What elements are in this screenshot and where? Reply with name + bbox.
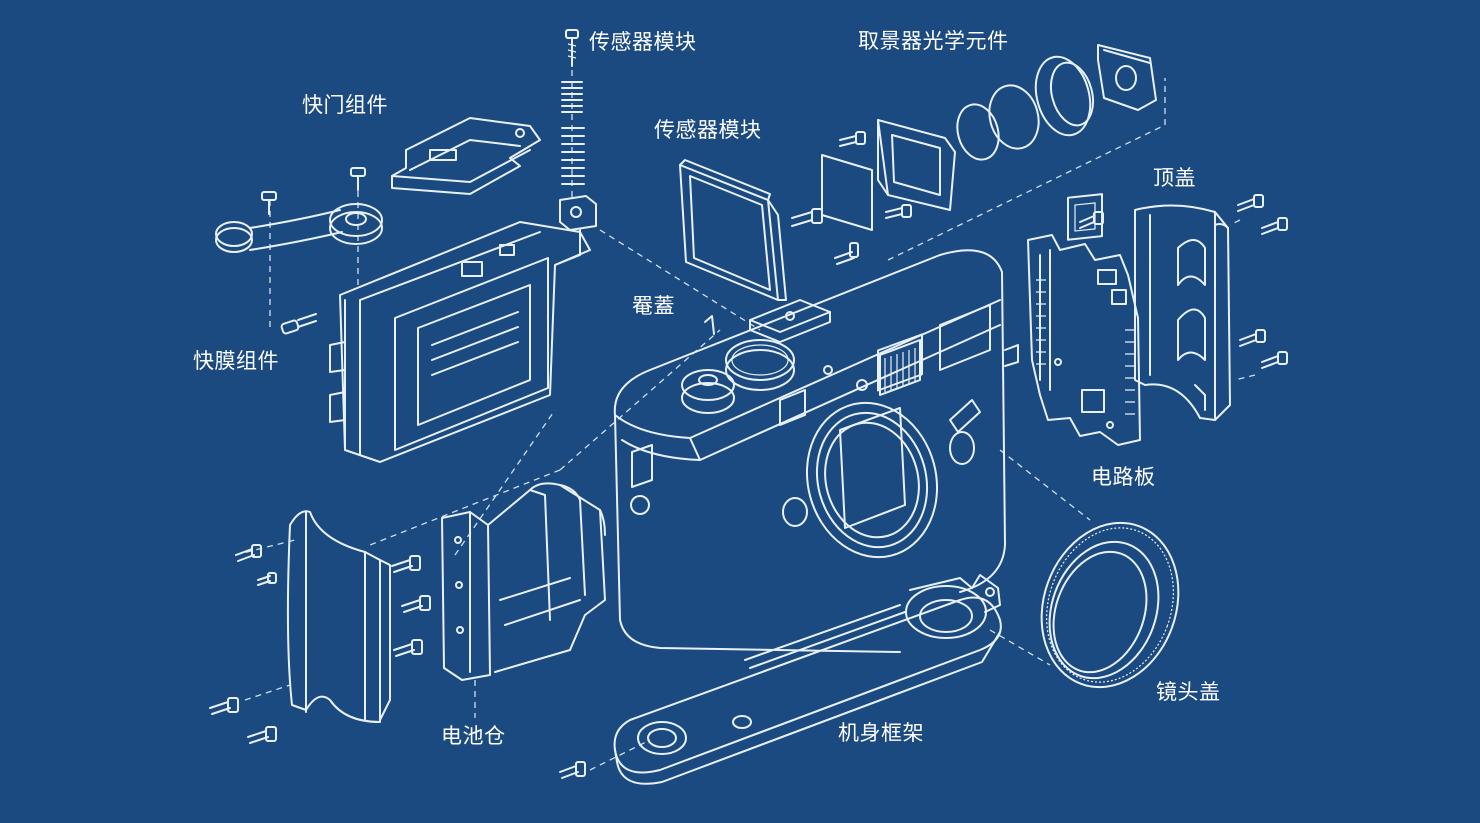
label-hood: 罨蓋 [632,294,675,318]
body-frame-part [613,574,1002,785]
label-top-cover: 顶盖 [1153,166,1196,190]
label-shutter-assembly: 快门组件 [302,93,388,117]
sensor-frame-part [679,159,787,301]
circuit-board-part [1027,193,1141,446]
label-lens-cap: 镜头盖 [1156,680,1221,704]
shutter-lever-part [215,167,383,253]
label-sensor-module-mid: 传感器模块 [654,118,762,142]
small-screw [791,208,823,227]
grip-cover-part [286,510,391,723]
hood-marker [704,315,715,335]
label-body-frame: 机身框架 [838,721,924,745]
label-battery-compartment: 电池仓 [441,724,506,748]
small-screw [280,313,317,335]
shutter-plate-part [391,117,541,195]
top-cover-part [1134,204,1231,421]
spring-screw-part [559,29,597,231]
assembly-guide-lines [234,70,1256,771]
label-shutter-film: 快膜组件 [193,349,279,373]
battery-compartment-part [441,482,606,681]
small-screw [834,131,912,265]
small-screw [391,555,431,657]
shutter-film-part [329,221,591,463]
small-screw [559,761,586,779]
label-viewfinder-optics: 取景器光学元件 [858,29,1009,53]
small-screw [209,544,277,744]
camera-body-part [613,249,1019,653]
small-screw [1079,194,1288,369]
viewfinder-optics-part [821,44,1157,231]
label-circuit-board: 电路板 [1091,465,1156,489]
lens-cap-part [1040,521,1180,689]
label-sensor-module-top: 传感器模块 [589,30,697,54]
